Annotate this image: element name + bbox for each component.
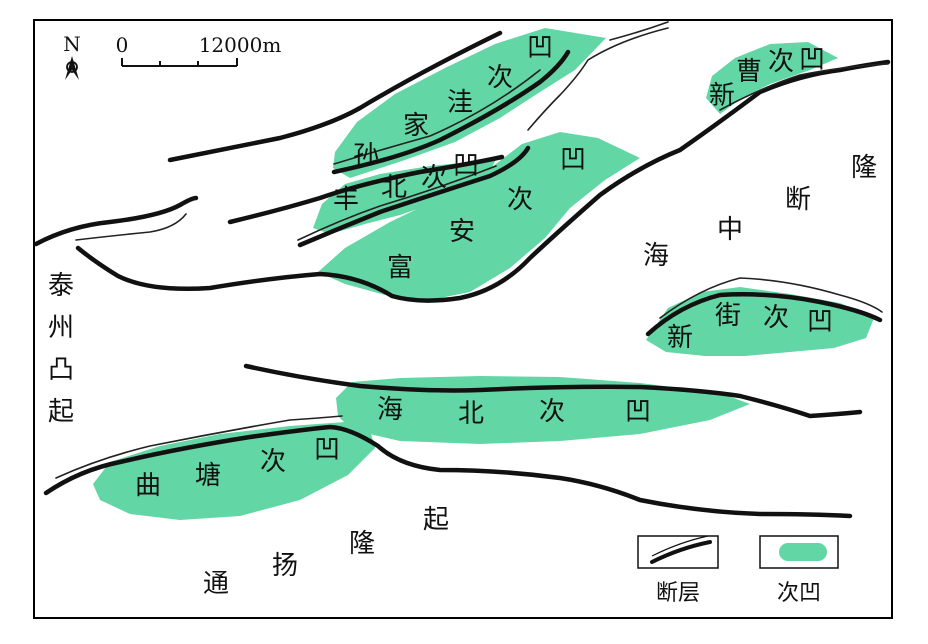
fault-line xyxy=(43,424,853,519)
region-taizhou-char: 凸 xyxy=(48,355,74,385)
sag-sunjiawa-char: 孙 xyxy=(353,141,379,171)
scale-start-label: 0 xyxy=(116,33,129,57)
region-taizhou-char: 起 xyxy=(48,397,74,427)
region-haizhong-char: 隆 xyxy=(851,153,877,183)
sag-xincao-char: 次 xyxy=(768,47,794,77)
sag-haibei-char: 海 xyxy=(377,395,403,425)
fault-line xyxy=(659,277,883,319)
sag-fuan-area xyxy=(318,132,640,300)
legend-fault: 断层 xyxy=(637,535,719,606)
fault-line xyxy=(527,27,669,131)
region-haizhong-char: 中 xyxy=(717,215,743,245)
sag-haibei-area xyxy=(336,376,750,444)
sag-fuan-char: 富 xyxy=(387,253,413,283)
fault-line xyxy=(75,59,891,303)
sag-xincao-char: 新 xyxy=(709,81,735,111)
fault-line xyxy=(167,30,503,163)
fault-line xyxy=(243,363,863,419)
region-tongyang-char: 起 xyxy=(423,505,449,535)
scale-end-label: 12000m xyxy=(199,33,282,57)
sag-qutang-char: 曲 xyxy=(135,471,161,501)
sag-fengbei-area xyxy=(313,157,497,234)
sag-sunjiawa-char: 家 xyxy=(403,111,429,141)
sag-fengbei-char: 次 xyxy=(421,163,447,193)
sag-xincao-char: 凹 xyxy=(799,45,825,75)
sag-haibei-char: 凹 xyxy=(625,397,651,427)
legend-sag-swatch xyxy=(779,543,827,561)
fault-line xyxy=(609,21,669,41)
region-tongyang-char: 隆 xyxy=(349,529,375,559)
north-label: N xyxy=(63,32,81,56)
scale-bar: 0 12000m xyxy=(116,33,282,67)
sag-xinjie-area xyxy=(646,287,874,356)
sag-sunjiawa-char: 凹 xyxy=(527,33,553,63)
sag-sunjiawa-area xyxy=(333,28,606,178)
legend: 断层 次凹 xyxy=(637,535,839,606)
sag-fengbei-char: 丰 xyxy=(333,185,359,215)
region-tongyang-char: 扬 xyxy=(272,551,298,581)
sag-haibei-char: 北 xyxy=(458,399,484,429)
sag-xinjie-char: 街 xyxy=(715,301,741,331)
fault-line xyxy=(331,49,571,175)
region-tongyang-char: 通 xyxy=(203,569,229,599)
fault-line xyxy=(33,195,199,247)
legend-sag: 次凹 xyxy=(759,535,839,606)
fault-line xyxy=(75,213,187,241)
sag-xincao-area xyxy=(706,42,838,114)
sag-labels: 孙 家 洼 次 凹 新 曹 次 凹 丰 北 次 凹 富 安 次 凹 新 街 次 … xyxy=(135,33,833,501)
sag-xinjie-char: 次 xyxy=(763,303,789,333)
sag-qutang-char: 次 xyxy=(260,447,286,477)
legend-fault-symbol xyxy=(650,540,712,564)
region-taizhou-char: 泰 xyxy=(48,271,74,301)
region-haizhong-char: 断 xyxy=(785,185,811,215)
sag-fengbei-char: 北 xyxy=(381,173,407,203)
fault-line xyxy=(645,292,883,337)
sag-sunjiawa-char: 次 xyxy=(487,63,513,93)
north-arrow: N xyxy=(63,32,81,80)
sag-xinjie-char: 凹 xyxy=(807,307,833,337)
region-haizhong-char: 海 xyxy=(643,241,669,271)
fault-line xyxy=(719,63,889,111)
sag-haibei-char: 次 xyxy=(539,397,565,427)
fault-line xyxy=(55,415,343,479)
sag-fuan-char: 凹 xyxy=(560,145,586,175)
sag-xincao-char: 曹 xyxy=(736,57,762,87)
region-labels: 泰 州 凸 起 海 中 断 隆 通 扬 隆 起 xyxy=(48,153,877,599)
legend-fault-label: 断层 xyxy=(656,581,700,606)
legend-fault-symbol-thin xyxy=(651,535,709,557)
north-arrow-icon xyxy=(65,56,79,80)
sag-fuan-char: 安 xyxy=(449,217,475,247)
region-taizhou-char: 州 xyxy=(48,313,74,343)
sag-xinjie-char: 新 xyxy=(667,323,693,353)
fault-line xyxy=(297,145,531,248)
sag-fengbei-char: 凹 xyxy=(453,151,479,181)
sag-qutang-char: 塘 xyxy=(195,461,221,491)
fault-line xyxy=(333,69,541,165)
sag-qutang-area xyxy=(93,422,375,520)
sag-sunjiawa-char: 洼 xyxy=(447,88,473,118)
faults xyxy=(33,30,891,519)
sag-qutang-char: 凹 xyxy=(314,435,340,465)
faults-secondary xyxy=(55,21,889,479)
legend-sag-label: 次凹 xyxy=(777,581,821,606)
sag-areas xyxy=(93,28,874,520)
fault-line xyxy=(227,154,505,225)
fault-line xyxy=(297,165,497,241)
sag-fuan-char: 次 xyxy=(507,185,533,215)
